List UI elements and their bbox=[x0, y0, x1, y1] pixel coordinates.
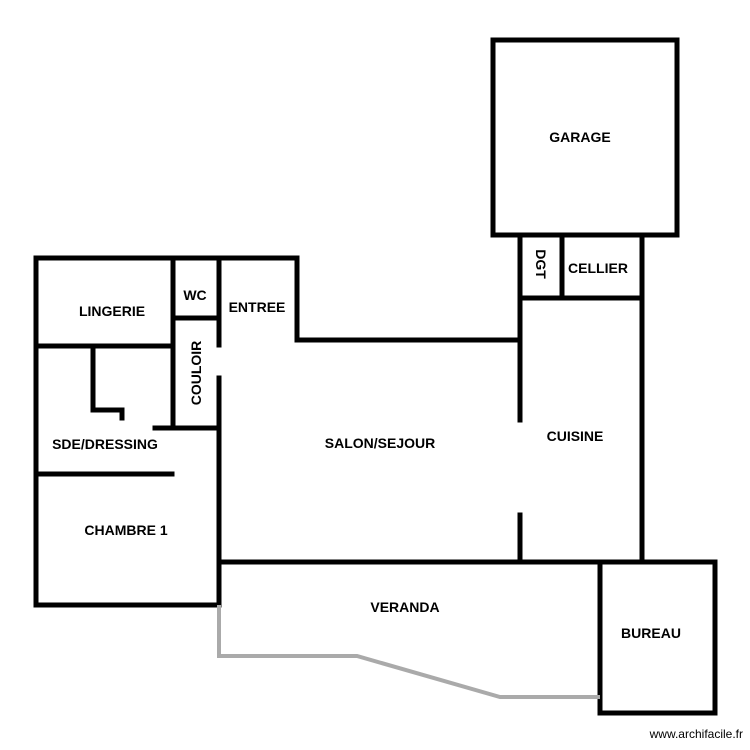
walls bbox=[33, 37, 718, 716]
label-veranda: VERANDA bbox=[370, 599, 439, 615]
room-labels: GARAGE DGT CELLIER WC ENTREE LINGERIE CO… bbox=[52, 129, 681, 641]
wall-dressing-partition bbox=[90, 343, 125, 421]
label-lingerie: LINGERIE bbox=[79, 303, 145, 319]
label-entree: ENTREE bbox=[229, 299, 286, 315]
garage-walls bbox=[490, 37, 680, 238]
label-couloir: COULOIR bbox=[188, 341, 204, 406]
label-bureau: BUREAU bbox=[621, 625, 681, 641]
label-cuisine: CUISINE bbox=[547, 428, 604, 444]
veranda-glazing bbox=[217, 605, 600, 699]
label-salon-sejour: SALON/SEJOUR bbox=[325, 435, 435, 451]
label-garage: GARAGE bbox=[549, 129, 610, 145]
label-chambre-1: CHAMBRE 1 bbox=[84, 522, 167, 538]
label-cellier: CELLIER bbox=[568, 260, 628, 276]
label-dgt: DGT bbox=[533, 249, 549, 279]
label-sde-dressing: SDE/DRESSING bbox=[52, 436, 158, 452]
watermark: www.archifacile.fr bbox=[649, 727, 743, 741]
label-wc: WC bbox=[183, 287, 206, 303]
